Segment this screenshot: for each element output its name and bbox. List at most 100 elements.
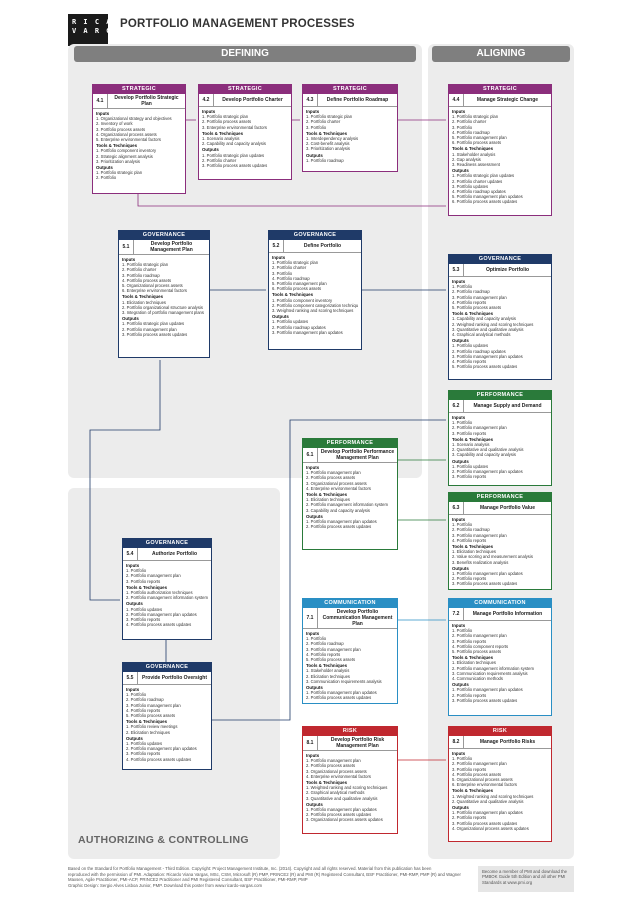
output-item: 1. Portfolio updates [126, 741, 163, 747]
outputs-heading: Outputs [306, 685, 323, 691]
input-item: 5. Portfolio process assets [306, 657, 356, 663]
output-item: 1. Portfolio management plan updates [306, 807, 377, 813]
input-item: 4. Portfolio component reports [452, 643, 509, 649]
tool-item: 3. Prioritization analysis [306, 146, 350, 152]
input-item: 6. Portfolio process assets [272, 286, 322, 292]
output-item: 2. Portfolio process assets updates [306, 812, 372, 818]
output-item: 2. Portfolio reports [452, 815, 487, 821]
tool-item: 1. Elicitation techniques [452, 660, 496, 666]
tools-heading: Tools & Techniques [452, 544, 494, 550]
output-item: 1. Portfolio management plan updates [306, 519, 377, 525]
process-title: Define Portfolio Roadmap [326, 97, 389, 103]
tool-item: 3. Quantitative and qualitative analysis [306, 795, 378, 801]
output-item: 3. Portfolio process assets updates [202, 163, 268, 169]
output-item: 2. Portfolio process assets updates [306, 695, 372, 701]
output-item: 3. Portfolio process assets updates [452, 820, 518, 826]
tool-item: 3. Capability and capacity analysis [306, 507, 371, 513]
tool-item: 1. Stakeholder analysis [452, 151, 496, 157]
process-title: Manage Portfolio Risks [479, 739, 536, 745]
output-item: 1. Portfolio strategic plan [96, 170, 143, 176]
tool-item: 2. Strategic alignment analysis [96, 153, 153, 159]
output-item: 2. Portfolio reports [452, 576, 487, 582]
input-item: 3. Portfolio reports [126, 578, 161, 584]
inputs-heading: Inputs [306, 631, 320, 636]
output-item: 1. Portfolio strategic plan updates [122, 321, 185, 327]
input-item: 5. Portfolio process assets [452, 305, 502, 311]
input-item: 3. Enterprise environmental factors [202, 124, 267, 130]
output-item: 2. Portfolio roadmap updates [272, 324, 326, 330]
output-item: 2. Portfolio charter [202, 157, 237, 163]
tool-item: 2. Gap analysis [452, 156, 481, 162]
input-item: 2. Portfolio process assets [306, 763, 356, 769]
tools-heading: Tools & Techniques [272, 292, 314, 298]
tools-heading: Tools & Techniques [452, 788, 494, 794]
inputs-heading: Inputs [452, 751, 466, 756]
output-item: 2. Portfolio management plan updates [126, 611, 197, 617]
input-item: 3. Portfolio management plan [126, 702, 181, 708]
output-item: 6. Portfolio process assets updates [452, 199, 518, 205]
output-item: 1. Portfolio strategic plan updates [202, 152, 265, 158]
input-item: 1. Portfolio [306, 636, 327, 642]
input-item: 3. Portfolio management plan [306, 646, 361, 652]
tool-item: 3. Benefits realization analysis [452, 559, 509, 565]
process-title: Authorize Portfolio [152, 551, 197, 557]
input-item: 1. Portfolio [452, 420, 473, 426]
output-item: 1. Portfolio updates [126, 606, 163, 612]
logo-line-2: V A R G A S [72, 27, 135, 35]
output-item: 1. Portfolio management plan updates [452, 571, 523, 577]
category-label: RISK [303, 727, 397, 736]
category-label: STRATEGIC [449, 85, 551, 94]
inputs-heading: Inputs [306, 109, 320, 114]
outputs-heading: Outputs [306, 513, 323, 519]
input-item: 3. Portfolio reports [452, 430, 487, 436]
tool-item: 1. Elicitation techniques [306, 497, 350, 503]
process-title: Manage Supply and Demand [473, 403, 542, 409]
input-item: 2. Inventory of work [96, 121, 133, 127]
output-item: 2. Portfolio management plan [122, 326, 177, 332]
tools-heading: Tools & Techniques [452, 311, 494, 317]
input-item: 1. Portfolio strategic plan [306, 114, 353, 120]
tool-item: 1. Interdependency analysis [306, 136, 359, 142]
process-number: 4.1 [93, 94, 108, 108]
input-item: 1. Portfolio strategic plan [272, 260, 319, 266]
outputs-heading: Outputs [452, 168, 469, 174]
category-label: COMMUNICATION [303, 599, 397, 608]
process-title: Develop Portfolio Strategic Plan [114, 95, 179, 107]
output-item: 2. Portfolio [96, 175, 117, 181]
tool-item: 2. Cost-benefit analysis [306, 141, 350, 147]
input-item: 4. Portfolio roadmap [272, 275, 310, 281]
tool-item: 2. Value scoring and measurement analysi… [452, 554, 533, 560]
input-item: 5. Portfolio management plan [272, 281, 327, 287]
membership-note: Become a member of PMI and download the … [478, 866, 574, 892]
tool-item: 3. Communication requirements analysis [452, 670, 528, 676]
category-label: GOVERNANCE [123, 539, 211, 548]
defining-zone-header: DEFINING [74, 46, 416, 62]
category-label: RISK [449, 727, 551, 736]
outputs-heading: Outputs [96, 165, 113, 171]
tools-heading: Tools & Techniques [122, 294, 164, 300]
output-item: 1. Portfolio updates [452, 463, 489, 469]
process-number: 4.2 [199, 94, 214, 106]
input-item: 4. Enterprise environmental factors [306, 485, 371, 491]
footer-line: reproduced with the permission of PMI. A… [68, 871, 461, 877]
page-title: PORTFOLIO MANAGEMENT PROCESSES [120, 18, 355, 30]
tool-item: 1. Portfolio component inventory [96, 148, 157, 154]
footer-line[interactable]: Graphic Design: Sergio Alves Lisboa Juni… [68, 882, 263, 888]
output-item: 1. Portfolio strategic plan updates [452, 173, 515, 179]
process-number: 8.2 [449, 736, 464, 748]
inputs-heading: Inputs [452, 415, 466, 420]
output-item: 1. Portfolio updates [452, 343, 489, 349]
tool-item: 1. Weighted ranking and scoring techniqu… [306, 785, 388, 791]
input-item: 2. Portfolio management plan [126, 573, 181, 579]
outputs-heading: Outputs [272, 314, 289, 320]
tool-item: 2. Weighted ranking and scoring techniqu… [452, 321, 534, 327]
process-number: 5.5 [123, 672, 138, 684]
inputs-heading: Inputs [306, 753, 320, 758]
output-item: 5. Portfolio management plan updates [452, 194, 523, 200]
input-item: 1. Portfolio [126, 692, 147, 698]
footer-credits: Based on the Standard for Portfolio Mana… [68, 866, 478, 888]
